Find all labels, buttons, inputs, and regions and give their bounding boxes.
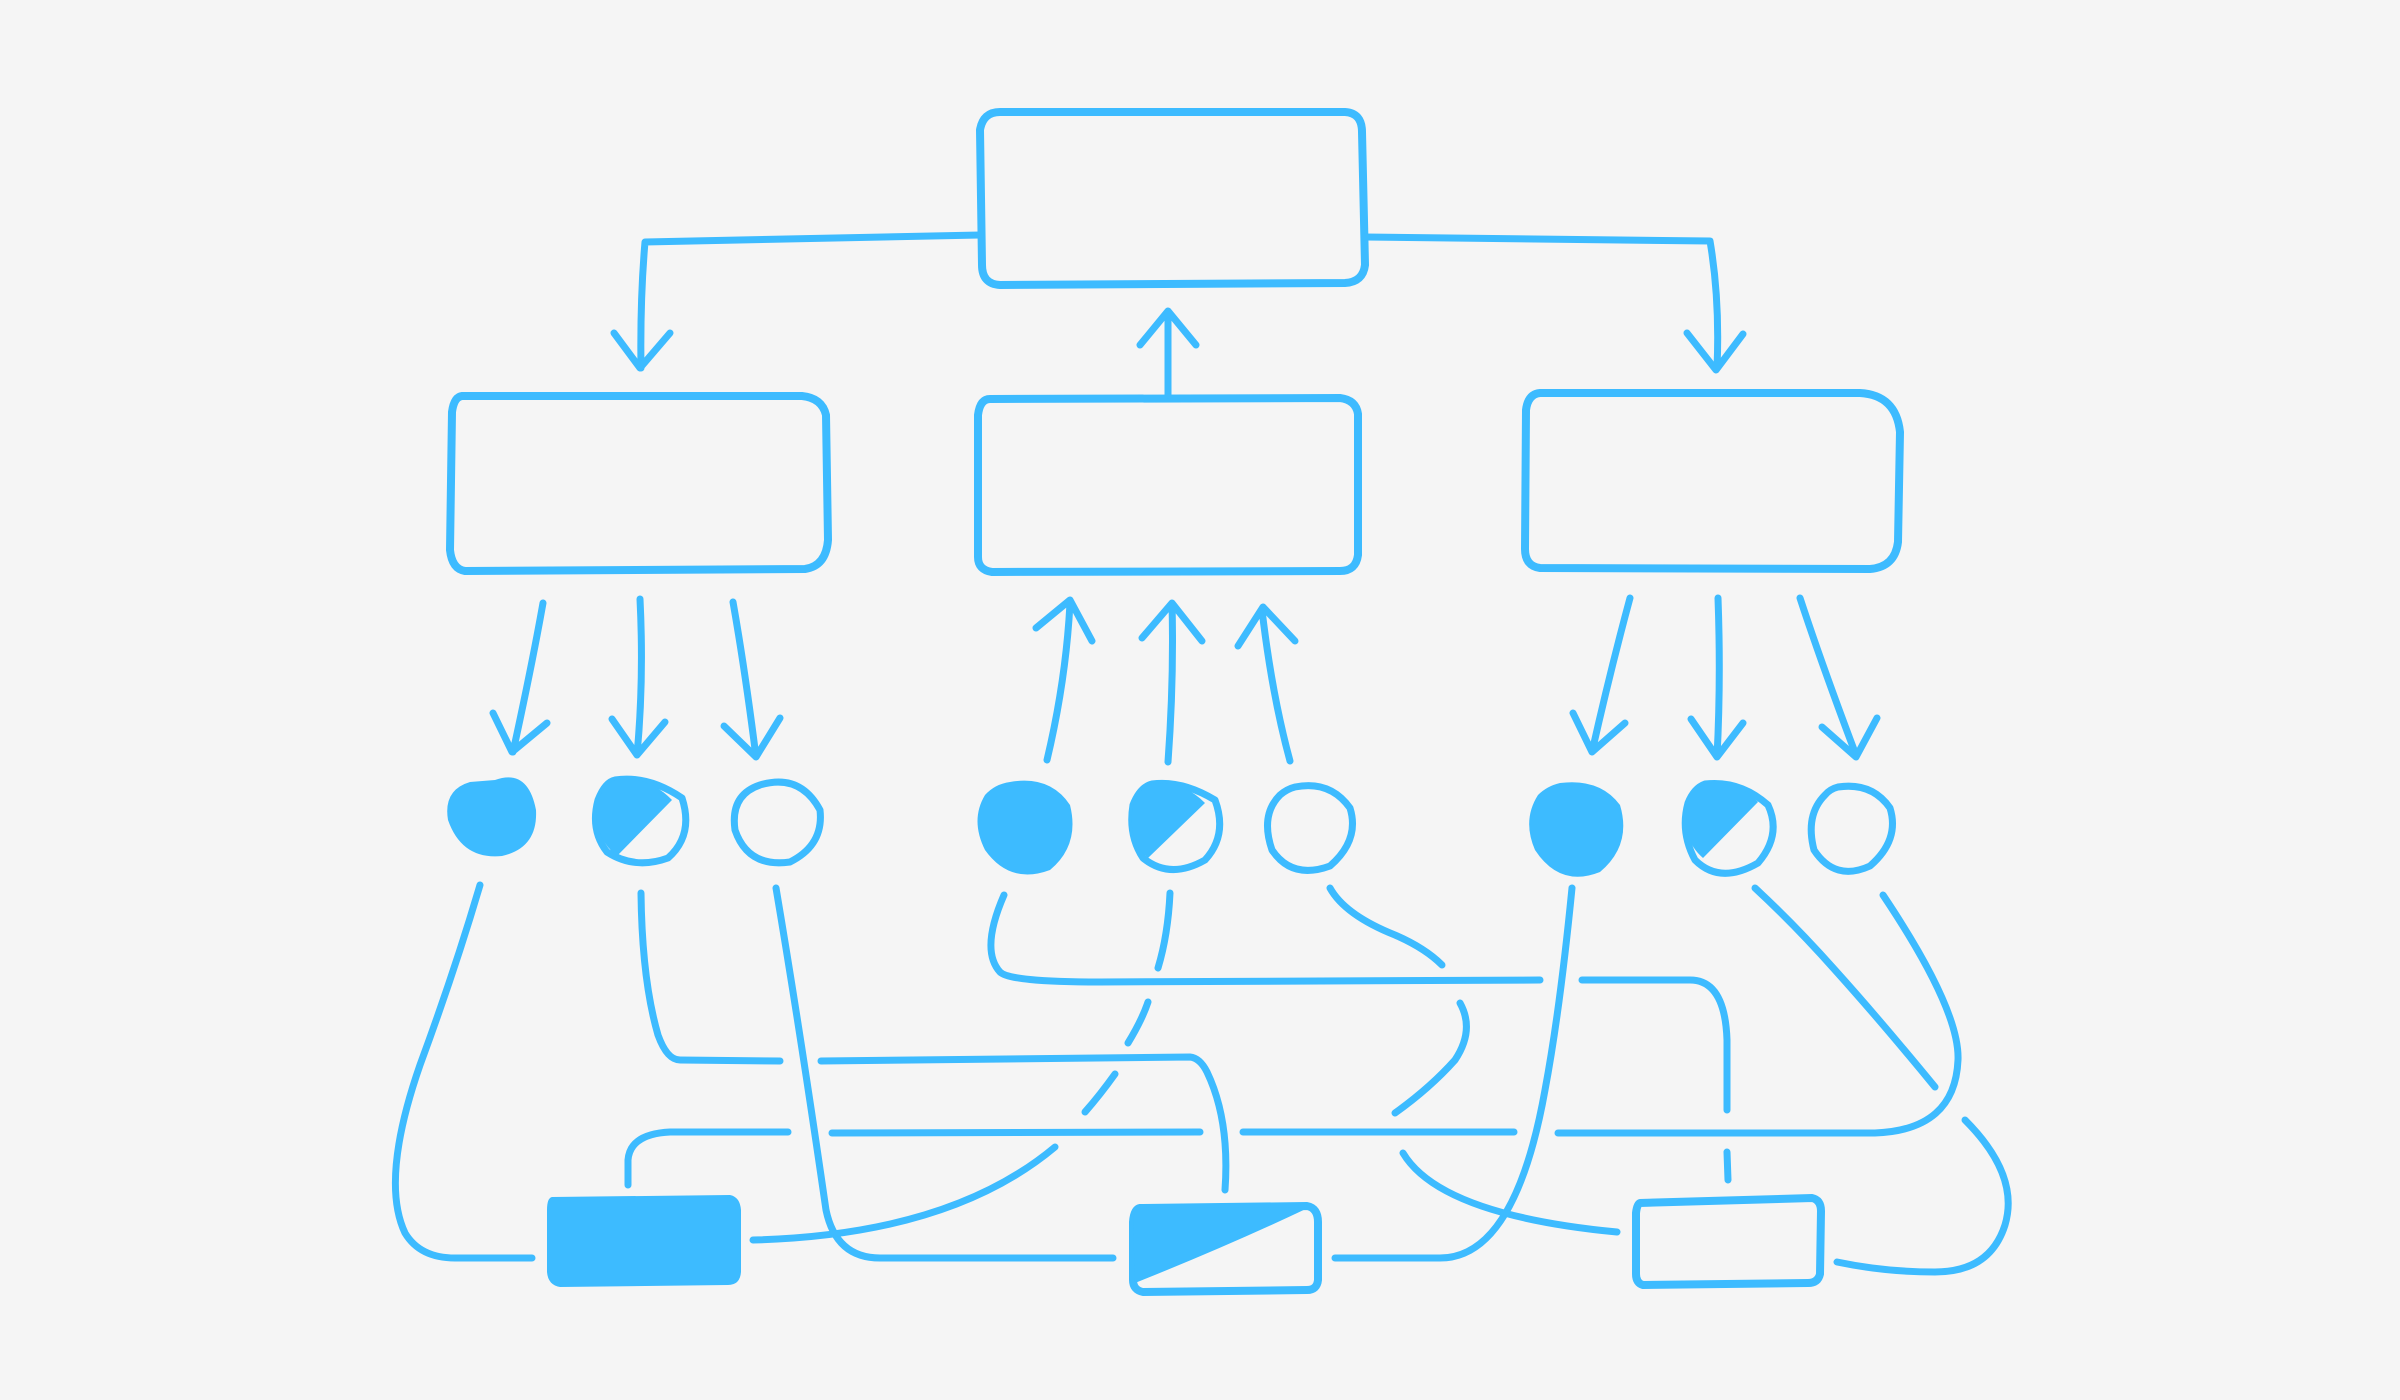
connector-circle-full-right-down bbox=[1331, 884, 1576, 1262]
bottom-box-empty bbox=[1632, 1194, 1825, 1289]
circle-full-center bbox=[977, 780, 1073, 875]
arrowhead-top-left bbox=[610, 329, 674, 372]
connector-box1-curve bbox=[749, 1143, 1059, 1244]
arrow-right-1 bbox=[1569, 594, 1634, 756]
circle-empty-left bbox=[730, 778, 824, 867]
connector-box3-right-loop bbox=[1833, 1116, 2012, 1276]
mid-box-right bbox=[1521, 389, 1904, 573]
arrow-center-1 bbox=[1032, 596, 1096, 764]
circle-empty-center bbox=[1264, 782, 1356, 874]
connector-dashed-a bbox=[1081, 889, 1174, 1116]
connector-circle3-to-box2 bbox=[772, 884, 1117, 1262]
circle-full-left bbox=[447, 777, 537, 857]
bottom-box-full bbox=[547, 1195, 741, 1287]
circle-half-right bbox=[1681, 779, 1777, 877]
circle-empty-right bbox=[1807, 782, 1896, 875]
connector-circle1-to-box1 bbox=[391, 881, 536, 1262]
arrow-left-1 bbox=[489, 599, 551, 756]
connector-circle2-route bbox=[637, 889, 784, 1065]
connector-top-to-right bbox=[1361, 233, 1722, 372]
connector-h-row1 bbox=[817, 1053, 1230, 1194]
connector-curve-to-box3 bbox=[1399, 1149, 1621, 1236]
circle-full-right bbox=[1529, 782, 1624, 877]
mid-box-left bbox=[446, 392, 832, 575]
bottom-box-half bbox=[1129, 1202, 1322, 1296]
arrowhead-center-up bbox=[1136, 307, 1200, 349]
circle-half-left bbox=[592, 775, 690, 867]
connector-stub-right bbox=[1723, 1148, 1732, 1184]
top-box bbox=[976, 108, 1369, 289]
connector-center-loop bbox=[987, 891, 1544, 986]
mid-box-center bbox=[974, 394, 1362, 576]
arrow-left-2 bbox=[608, 595, 669, 759]
arrow-right-2 bbox=[1687, 594, 1747, 761]
connector-long-row2 bbox=[1554, 891, 1962, 1137]
arrow-center-3 bbox=[1234, 603, 1299, 765]
arrow-center-2 bbox=[1138, 599, 1206, 766]
arrow-left-3 bbox=[720, 598, 784, 761]
connector-circle-half-right-out bbox=[1751, 884, 1939, 1091]
connector-bracket-right bbox=[1578, 976, 1731, 1114]
circle-half-center bbox=[1128, 779, 1224, 873]
connector-top-to-left bbox=[637, 231, 984, 372]
connector-box1-up bbox=[624, 1128, 792, 1189]
connector-h-row2 bbox=[828, 1128, 1204, 1137]
connector-dashed-b bbox=[1391, 999, 1470, 1117]
arrowhead-top-right bbox=[1683, 329, 1747, 374]
connector-circle-empty-center-out bbox=[1326, 884, 1446, 969]
arrow-right-3 bbox=[1796, 594, 1881, 761]
